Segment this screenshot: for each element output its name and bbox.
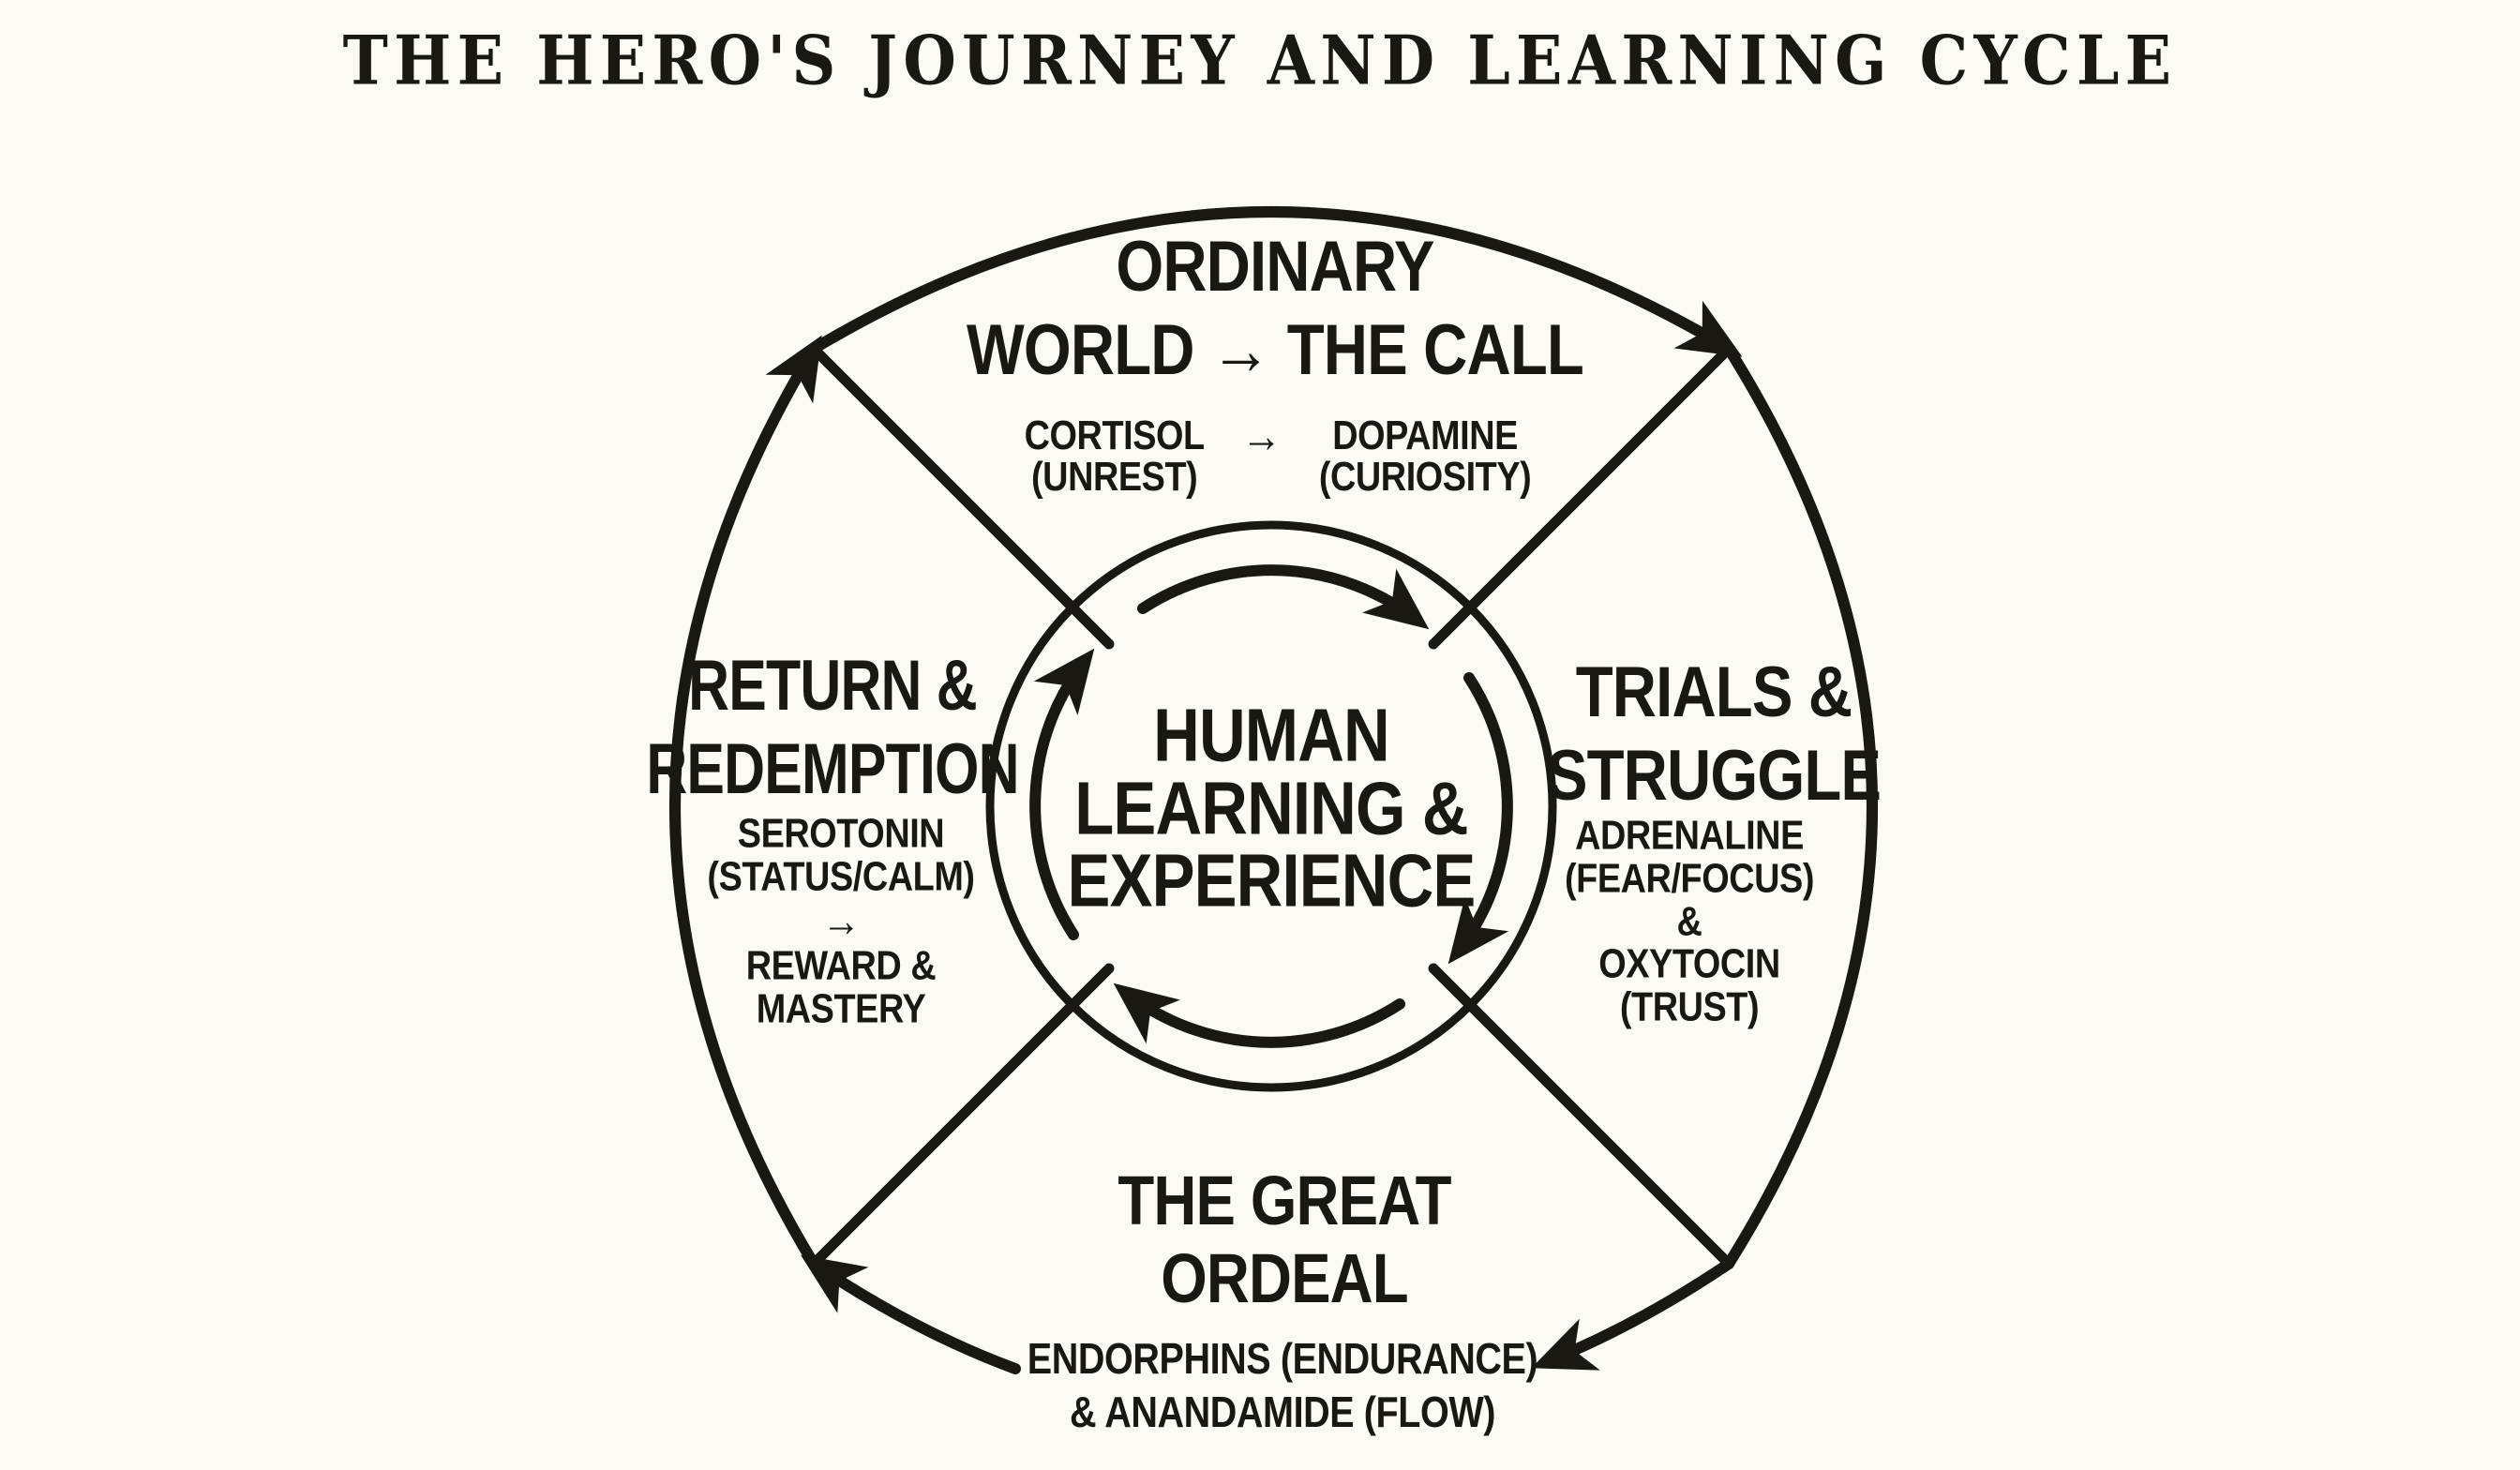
quadrant-left-chemicals: SEROTONIN (STATUS/CALM) → REWARD & MASTE… (707, 810, 975, 1032)
hub-arc-top (1137, 564, 1430, 630)
hub-label: HUMAN LEARNING & EXPERIENCE (1067, 693, 1477, 922)
diagonal-northwest (808, 343, 1115, 650)
hub-label-line3: EXPERIENCE (1067, 838, 1477, 922)
chem-dopamine-name: DOPAMINE (1332, 412, 1518, 458)
chem-dopamine-note: (CURIOSITY) (1318, 454, 1532, 500)
quadrant-bottom-heading: THE GREAT ORDEAL (1118, 1162, 1451, 1318)
quadrant-left-heading: RETURN & REDEMPTION (646, 645, 1019, 812)
hub-label-line1: HUMAN (1153, 693, 1390, 777)
quadrant-bottom-chemicals: ENDORPHINS (ENDURANCE) & ANANDAMIDE (FLO… (1028, 1332, 1538, 1439)
down-flow-arrow-glyph: → (821, 896, 861, 947)
chem-adrenaline-note: (FEAR/FOCUS) (1564, 855, 1815, 902)
chem-cortisol-name: CORTISOL (1024, 412, 1205, 458)
hub-label-line2: LEARNING & (1074, 766, 1468, 850)
quadrant-right-heading: TRIALS & STRUGGLE (1546, 652, 1882, 818)
reward-label: REWARD & (745, 942, 937, 989)
outer-arc-bottom-right (1531, 1258, 1734, 1371)
quadrant-right-heading-line1: TRIALS & (1575, 652, 1852, 733)
outer-arc-left (669, 335, 822, 1269)
mastery-label: MASTERY (756, 985, 926, 1032)
hub-arc-bottom (1113, 982, 1405, 1048)
diagonal-southwest (808, 963, 1115, 1269)
chem-anandamide: & ANANDAMIDE (FLOW) (1069, 1388, 1496, 1436)
diagonal-northeast (1428, 343, 1734, 650)
page-title: THE HERO'S JOURNEY AND LEARNING CYCLE (342, 20, 2178, 100)
chem-oxytocin-note: (TRUST) (1619, 983, 1760, 1030)
chem-oxytocin: OXYTOCIN (1598, 940, 1780, 987)
chem-dopamine: DOPAMINE (CURIOSITY) (1319, 415, 1532, 498)
quadrant-right-chemicals: ADRENALINE (FEAR/FOCUS) & OXYTOCIN (TRUS… (1564, 812, 1815, 1030)
quadrant-left-heading-line1: RETURN & (688, 646, 978, 727)
quadrant-right-heading-line2: STRUGGLE (1546, 736, 1882, 816)
chem-cortisol-note: (UNREST) (1031, 454, 1198, 500)
quadrant-top-heading-line1: ORDINARY (1116, 227, 1434, 308)
chem-cortisol: CORTISOL (UNREST) (1025, 415, 1205, 498)
hub-arc-right (1448, 672, 1513, 965)
chem-adrenaline: ADRENALINE (1575, 812, 1804, 859)
quadrant-top-heading: ORDINARY WORLD → THE CALL (967, 226, 1584, 393)
right-arrow-glyph: → (1241, 410, 1282, 462)
quadrant-bottom-heading-line2: ORDEAL (1161, 1239, 1408, 1317)
outer-arc-bottom-left (801, 1254, 1021, 1374)
hub-arc-left (1029, 648, 1095, 940)
quadrant-bottom-heading-line1: THE GREAT (1118, 1162, 1451, 1240)
quadrant-top-heading-line2: WORLD → THE CALL (967, 310, 1584, 390)
chem-serotonin: SEROTONIN (737, 810, 945, 857)
quadrant-left-heading-line2: REDEMPTION (646, 729, 1019, 809)
quadrant-top-chemicals: CORTISOL (UNREST) → DOPAMINE (CURIOSITY) (1025, 410, 1532, 498)
diagonal-southeast (1428, 963, 1734, 1269)
hub-ring (985, 520, 1557, 1092)
ampersand: & (1676, 898, 1702, 945)
outer-arc-right (1723, 343, 1878, 1269)
outer-arc-top (808, 206, 1743, 357)
chem-serotonin-note: (STATUS/CALM) (707, 853, 975, 900)
chem-endorphins: ENDORPHINS (ENDURANCE) (1027, 1333, 1538, 1383)
